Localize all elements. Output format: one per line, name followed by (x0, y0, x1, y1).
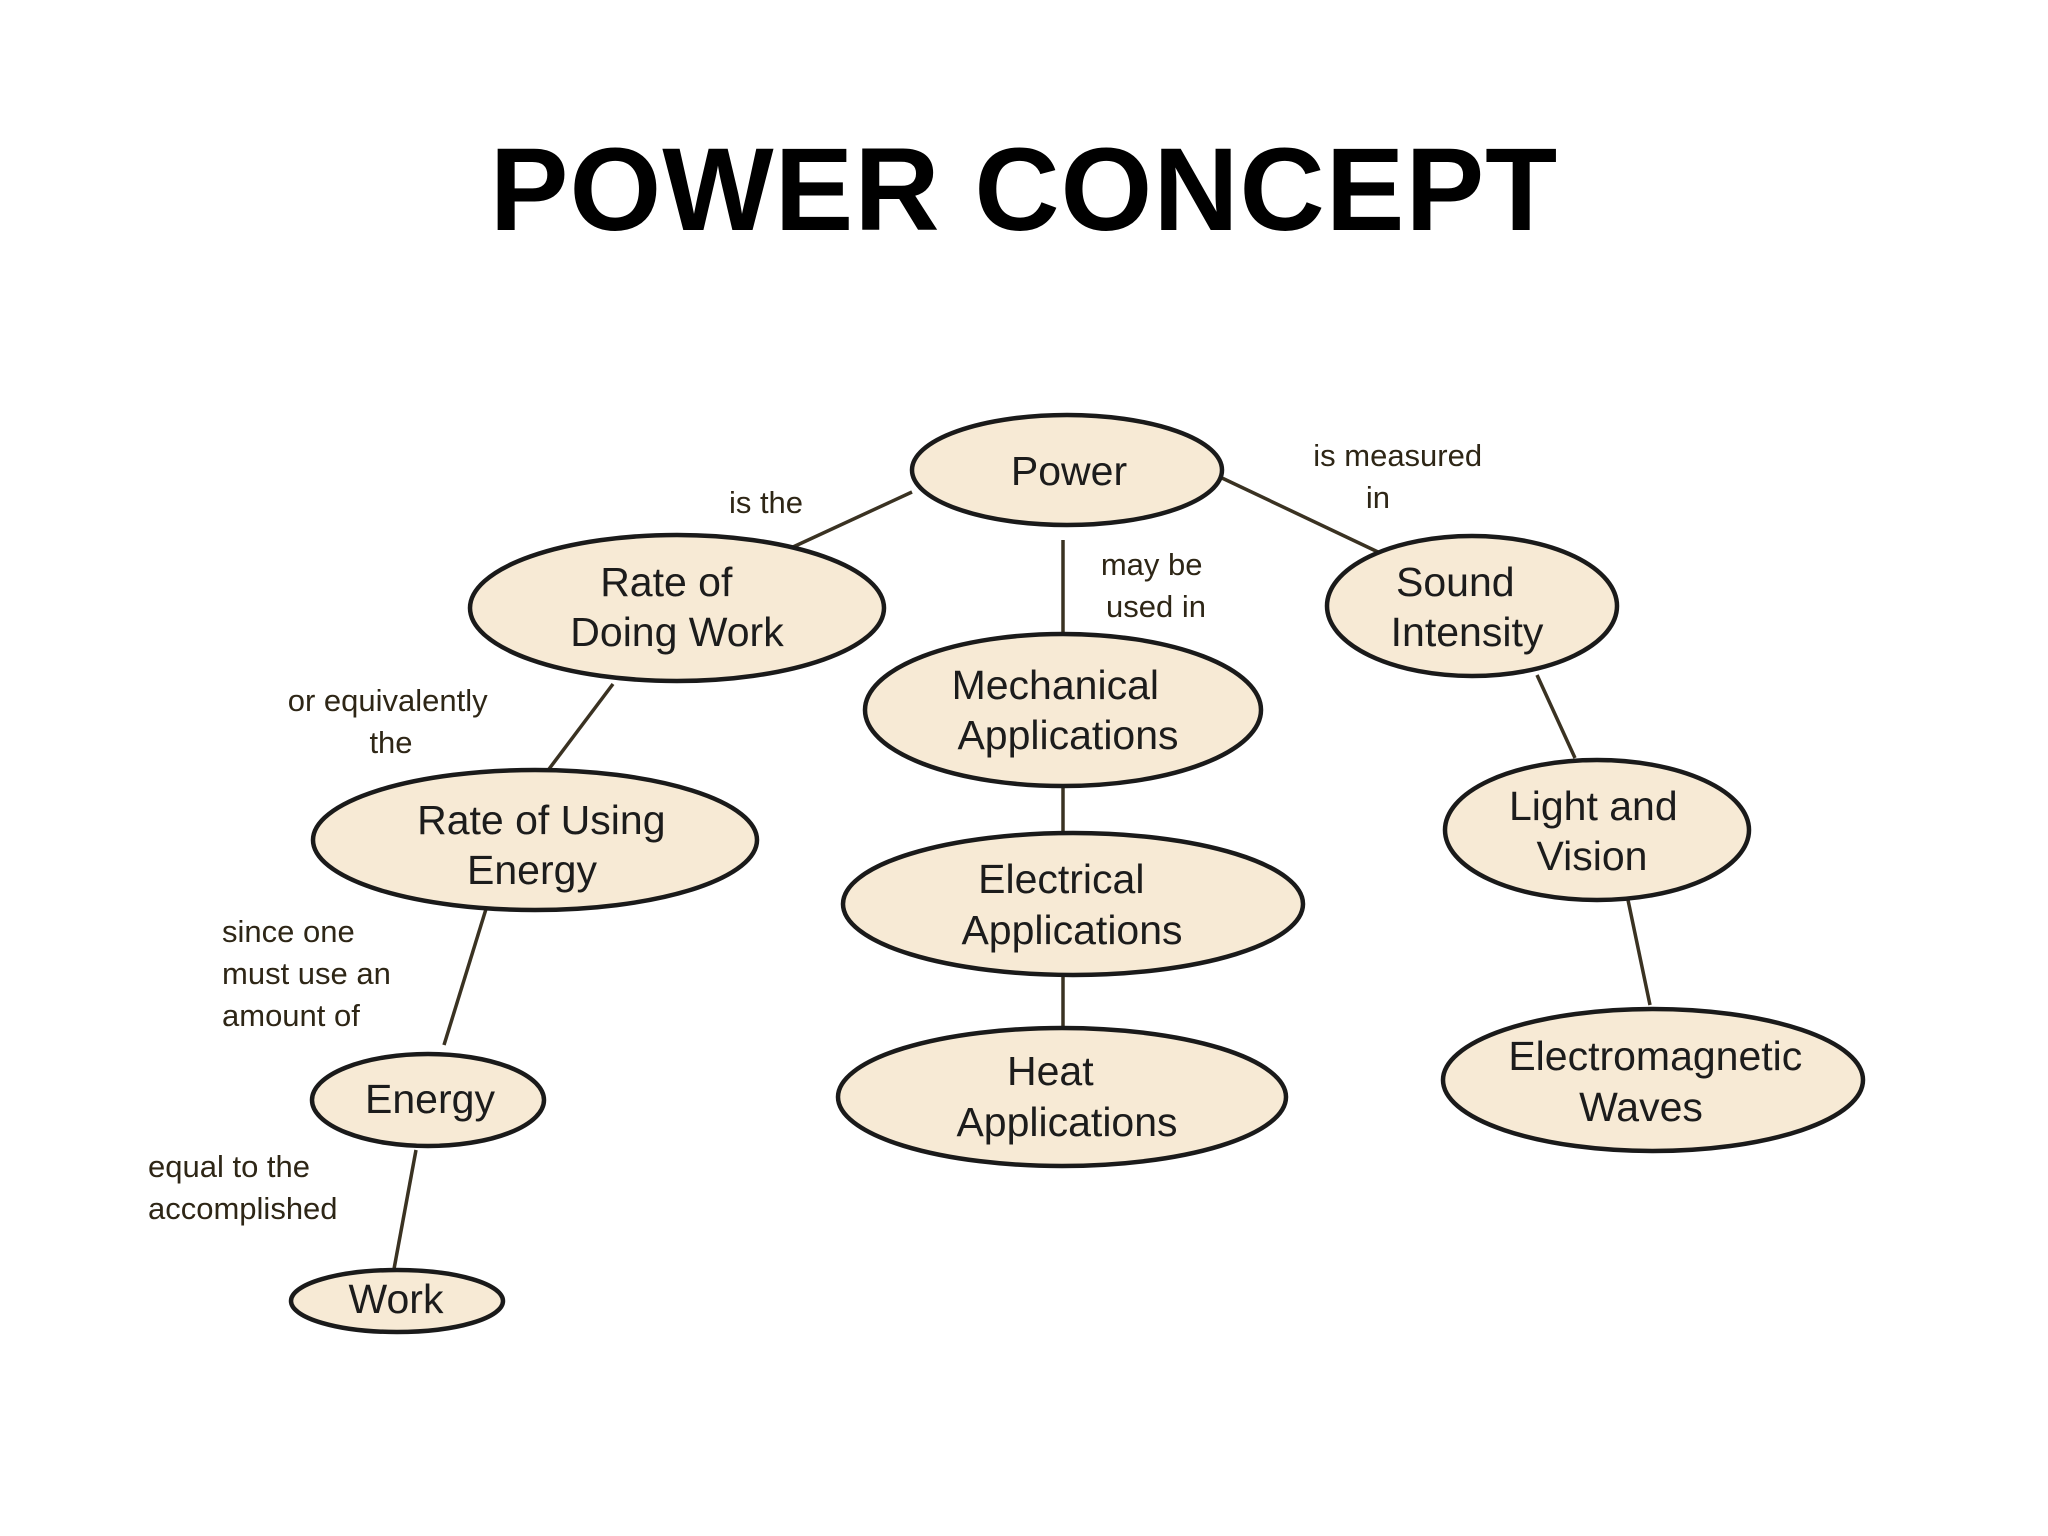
link-label: used in (1106, 589, 1206, 624)
node-label: Power (1011, 448, 1127, 494)
svg-text:or equivalently the: or equivalently the (288, 683, 497, 760)
node-electromagnetic-waves: Electromagnetic Waves (1440, 1006, 1866, 1154)
link-label: must use an (222, 956, 391, 991)
link-label-is-measured-in: is measured in (1313, 438, 1490, 515)
node-mechanical-applications: Mechanical Applications (862, 631, 1264, 789)
node-light-and-vision: Light and Vision (1442, 757, 1752, 903)
node-work: Work (288, 1267, 506, 1335)
svg-text:Light and Vision: Light and Vision (1509, 783, 1689, 879)
svg-text:Energy: Energy (365, 1076, 495, 1122)
node-label: Vision (1537, 833, 1648, 879)
node-label: Electromagnetic (1508, 1033, 1802, 1079)
node-label: Electrical (978, 856, 1144, 902)
svg-text:Rate of Using Energy: Rate of Using Energy (417, 797, 677, 893)
link-label: is the (729, 485, 803, 520)
node-heat-applications: Heat Applications (835, 1025, 1289, 1169)
link-label: equal to the (148, 1149, 310, 1184)
link-label: is measured (1313, 438, 1482, 473)
edge-power-rate-doing-work (779, 490, 913, 555)
node-label: Doing Work (570, 609, 784, 655)
link-label: accomplished (148, 1191, 338, 1226)
svg-text:Mechanical Applications: Mechanical Applications (952, 662, 1179, 758)
node-label: Work (349, 1276, 444, 1322)
node-label: Energy (467, 847, 597, 893)
link-label: the (369, 725, 412, 760)
edge-light-em-waves (1626, 899, 1652, 1006)
svg-text:since one must use an: since one must use an amount of (222, 914, 400, 1033)
edge-rate-using-energy-energy (442, 908, 488, 1046)
node-sound-intensity: Sound Intensity (1324, 533, 1620, 679)
node-label: Applications (961, 907, 1182, 953)
node-power: Power (909, 412, 1225, 528)
link-label: may be (1101, 547, 1203, 582)
svg-text:Power: Power (1011, 448, 1127, 494)
link-label-is-the: is the (729, 485, 803, 520)
link-label: since one (222, 914, 355, 949)
node-label: Rate of Using (417, 797, 665, 843)
svg-text:Work: Work (349, 1276, 444, 1322)
link-label: or equivalently (288, 683, 488, 718)
node-label: Light and (1509, 783, 1678, 829)
svg-text:Sound Intensity: Sound Intensity (1391, 559, 1544, 655)
node-label: Sound (1396, 559, 1515, 605)
connectors (392, 476, 1652, 1270)
node-label: Applications (957, 712, 1178, 758)
edge-power-sound (1221, 476, 1379, 554)
link-label-may-be-used-in: may be used in (1101, 547, 1211, 624)
node-electrical-applications: Electrical Applications (840, 830, 1306, 978)
edge-sound-light (1535, 674, 1577, 759)
svg-text:is the: is the (729, 485, 803, 520)
svg-text:Electrical Applications: Electrical Applications (961, 856, 1182, 953)
svg-text:is measured in: is measured in (1313, 438, 1490, 515)
svg-text:equal to the accomplishe: equal to the accomplished (148, 1149, 338, 1226)
node-label: Applications (956, 1099, 1177, 1145)
node-label: Energy (365, 1076, 495, 1122)
link-label-since-one-must-use: since one must use an amount of (222, 914, 400, 1033)
edge-energy-work (392, 1149, 418, 1270)
svg-text:Heat Applications: Heat Applications (956, 1048, 1177, 1145)
svg-text:may be used in: may be used in (1101, 547, 1211, 624)
node-energy: Energy (309, 1051, 547, 1149)
node-rate-of-using-energy: Rate of Using Energy (310, 767, 760, 913)
link-label: in (1366, 480, 1390, 515)
edge-rate-doing-work-rate-using-energy (544, 682, 615, 775)
node-label: Intensity (1391, 609, 1544, 655)
link-label: amount of (222, 998, 360, 1033)
page-title: POWER CONCEPT (489, 124, 1559, 256)
link-label-or-equivalently-the: or equivalently the (288, 683, 497, 760)
node-label: Waves (1579, 1084, 1703, 1130)
node-label: Mechanical (952, 662, 1159, 708)
node-label: Rate of (600, 559, 733, 605)
svg-text:Electromagnetic Waves: Electromagnetic Waves (1508, 1033, 1813, 1130)
link-label-equal-to-the: equal to the accomplished (148, 1149, 338, 1226)
node-rate-of-doing-work: Rate of Doing Work (467, 532, 887, 684)
svg-text:Rate of Doing Work: Rate of Doing Work (570, 559, 784, 655)
node-label: Heat (1007, 1048, 1094, 1094)
